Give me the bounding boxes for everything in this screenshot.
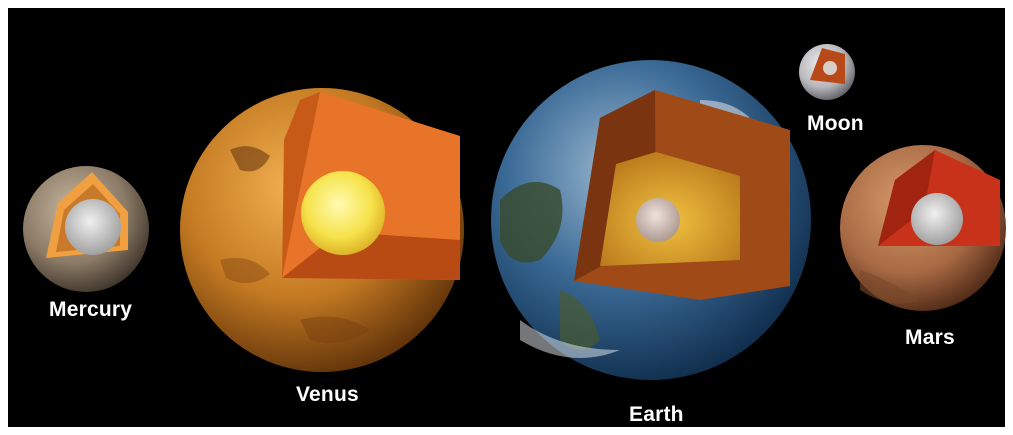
venus-planet bbox=[180, 88, 464, 372]
venus-core bbox=[301, 171, 385, 255]
mercury-label: Mercury bbox=[49, 298, 133, 321]
moon-body bbox=[799, 44, 855, 100]
earth-inner-core bbox=[636, 198, 680, 242]
venus-label: Venus bbox=[296, 383, 359, 406]
mars-label: Mars bbox=[905, 326, 955, 349]
mars-core bbox=[911, 193, 963, 245]
moon-label: Moon bbox=[807, 112, 864, 135]
mercury-planet bbox=[23, 166, 149, 292]
mars-planet bbox=[840, 145, 1006, 311]
mercury-core bbox=[65, 199, 121, 255]
earth-planet bbox=[491, 60, 811, 380]
earth-label: Earth bbox=[629, 403, 684, 426]
